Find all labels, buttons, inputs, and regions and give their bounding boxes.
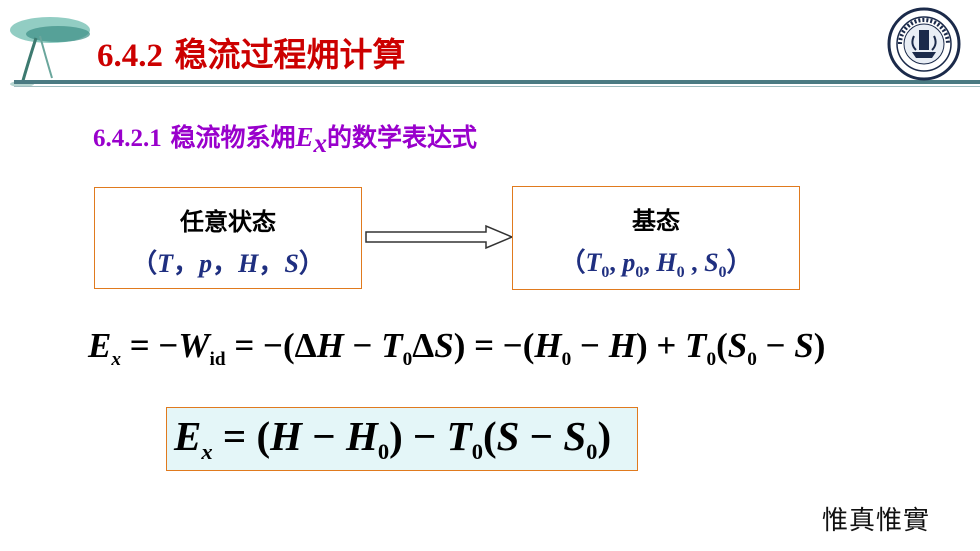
paren-open: （ <box>131 249 158 278</box>
eq-sub: id <box>209 349 226 370</box>
var-S: S <box>284 249 299 278</box>
eq-sub: 0 <box>377 439 390 465</box>
eq-op: ) <box>813 326 826 365</box>
subsection-text-after: 的数学表达式 <box>327 123 478 152</box>
eq-term: S <box>496 413 520 459</box>
subscript: 0 <box>601 264 610 282</box>
eq-term: H <box>316 326 344 365</box>
eq-term: T <box>685 326 707 365</box>
eq-sub: 0 <box>586 439 598 465</box>
eq-op: ) = −( <box>453 326 535 365</box>
var-p0: p <box>622 248 636 277</box>
eq-op: ) − <box>389 413 447 459</box>
eq-op: ( <box>483 413 497 459</box>
eq-term: S <box>563 413 587 459</box>
subsection-text-before: 稳流物系㶲 <box>170 123 296 152</box>
eq-term: H <box>534 326 562 365</box>
eq-op: − <box>519 413 564 459</box>
var-H0: H <box>656 248 677 277</box>
eq-op: ( <box>716 326 728 365</box>
eq-sub: x <box>201 439 213 465</box>
exergy-equation-result: Ex = (H − H0) − T0(S − S0) <box>174 412 611 465</box>
separator: ， <box>258 249 285 278</box>
subscript: 0 <box>718 264 727 282</box>
eq-sub: 0 <box>402 349 413 370</box>
page-title: 6.4.2 稳流过程㶲计算 <box>97 28 406 76</box>
ground-state-label: 基态 <box>632 207 680 235</box>
subsection-number: 6.4.2.1 <box>93 125 162 152</box>
paren-open: （ <box>559 248 586 277</box>
eq-term: S <box>727 326 748 365</box>
eq-op: − <box>302 413 346 459</box>
separator: , <box>609 248 623 277</box>
arbitrary-state-label: 任意状态 <box>180 208 276 236</box>
eq-op: ) <box>597 413 612 459</box>
var-H: H <box>238 249 259 278</box>
eq-term: H <box>270 413 303 459</box>
eq-op: − <box>571 326 609 365</box>
eq-op: − <box>343 326 382 365</box>
eq-term: H <box>608 326 636 365</box>
subscript: 0 <box>676 264 685 282</box>
leaf-logo-icon <box>10 17 90 87</box>
university-motto: 惟真惟實 <box>822 506 931 536</box>
exergy-symbol-sub: x <box>313 128 328 158</box>
arbitrary-state-box: 任意状态 （T，p，H，S） <box>94 187 362 289</box>
separator: , <box>643 248 657 277</box>
hollow-arrow-icon <box>365 224 514 250</box>
eq-term: S <box>794 326 814 365</box>
eq-term: S <box>434 326 454 365</box>
section-number: 6.4.2 <box>97 38 163 74</box>
eq-term: W <box>178 326 210 365</box>
header-divider <box>14 80 980 84</box>
eq-sub: x <box>111 349 121 370</box>
exergy-symbol: E <box>295 122 314 152</box>
eq-term: H <box>345 413 378 459</box>
exergy-equation-derivation: Ex = −Wid = −(ΔH − T0ΔS) = −(H0 − H) + T… <box>88 326 825 371</box>
eq-op: = −(Δ <box>225 326 317 365</box>
result-equation-highlight <box>166 407 638 471</box>
eq-sub: 0 <box>471 439 483 465</box>
subsection-heading: 6.4.2.1 稳流物系㶲Ex的数学表达式 <box>93 118 477 159</box>
eq-term: E <box>88 326 112 365</box>
paren-close: ） <box>298 249 325 278</box>
subscript: 0 <box>635 264 644 282</box>
separator: ， <box>212 249 239 278</box>
section-title-text: 稳流过程㶲计算 <box>174 35 406 74</box>
var-T: T <box>157 249 174 278</box>
eq-term: T <box>446 413 472 459</box>
eq-sub: 0 <box>747 349 757 370</box>
arbitrary-state-variables: （T，p，H，S） <box>95 243 361 280</box>
eq-op: = − <box>120 326 179 365</box>
ground-state-box: 基态 （T0, p0, H0 , S0） <box>512 186 800 290</box>
header-divider-thin <box>14 86 980 87</box>
eq-sub: 0 <box>706 349 717 370</box>
var-p: p <box>199 249 213 278</box>
var-S0: S <box>704 248 719 277</box>
eq-op: = ( <box>212 413 271 459</box>
eq-op: ) + <box>635 326 686 365</box>
eq-term: E <box>174 413 202 459</box>
separator: ， <box>173 249 200 278</box>
eq-op: − <box>756 326 795 365</box>
eq-op: Δ <box>412 326 435 365</box>
var-T0: T <box>585 248 602 277</box>
ground-state-variables: （T0, p0, H0 , S0） <box>513 242 799 282</box>
separator: , <box>684 248 705 277</box>
university-emblem-icon <box>887 7 961 81</box>
eq-sub: 0 <box>561 349 572 370</box>
paren-close: ） <box>726 248 753 277</box>
eq-term: T <box>381 326 403 365</box>
